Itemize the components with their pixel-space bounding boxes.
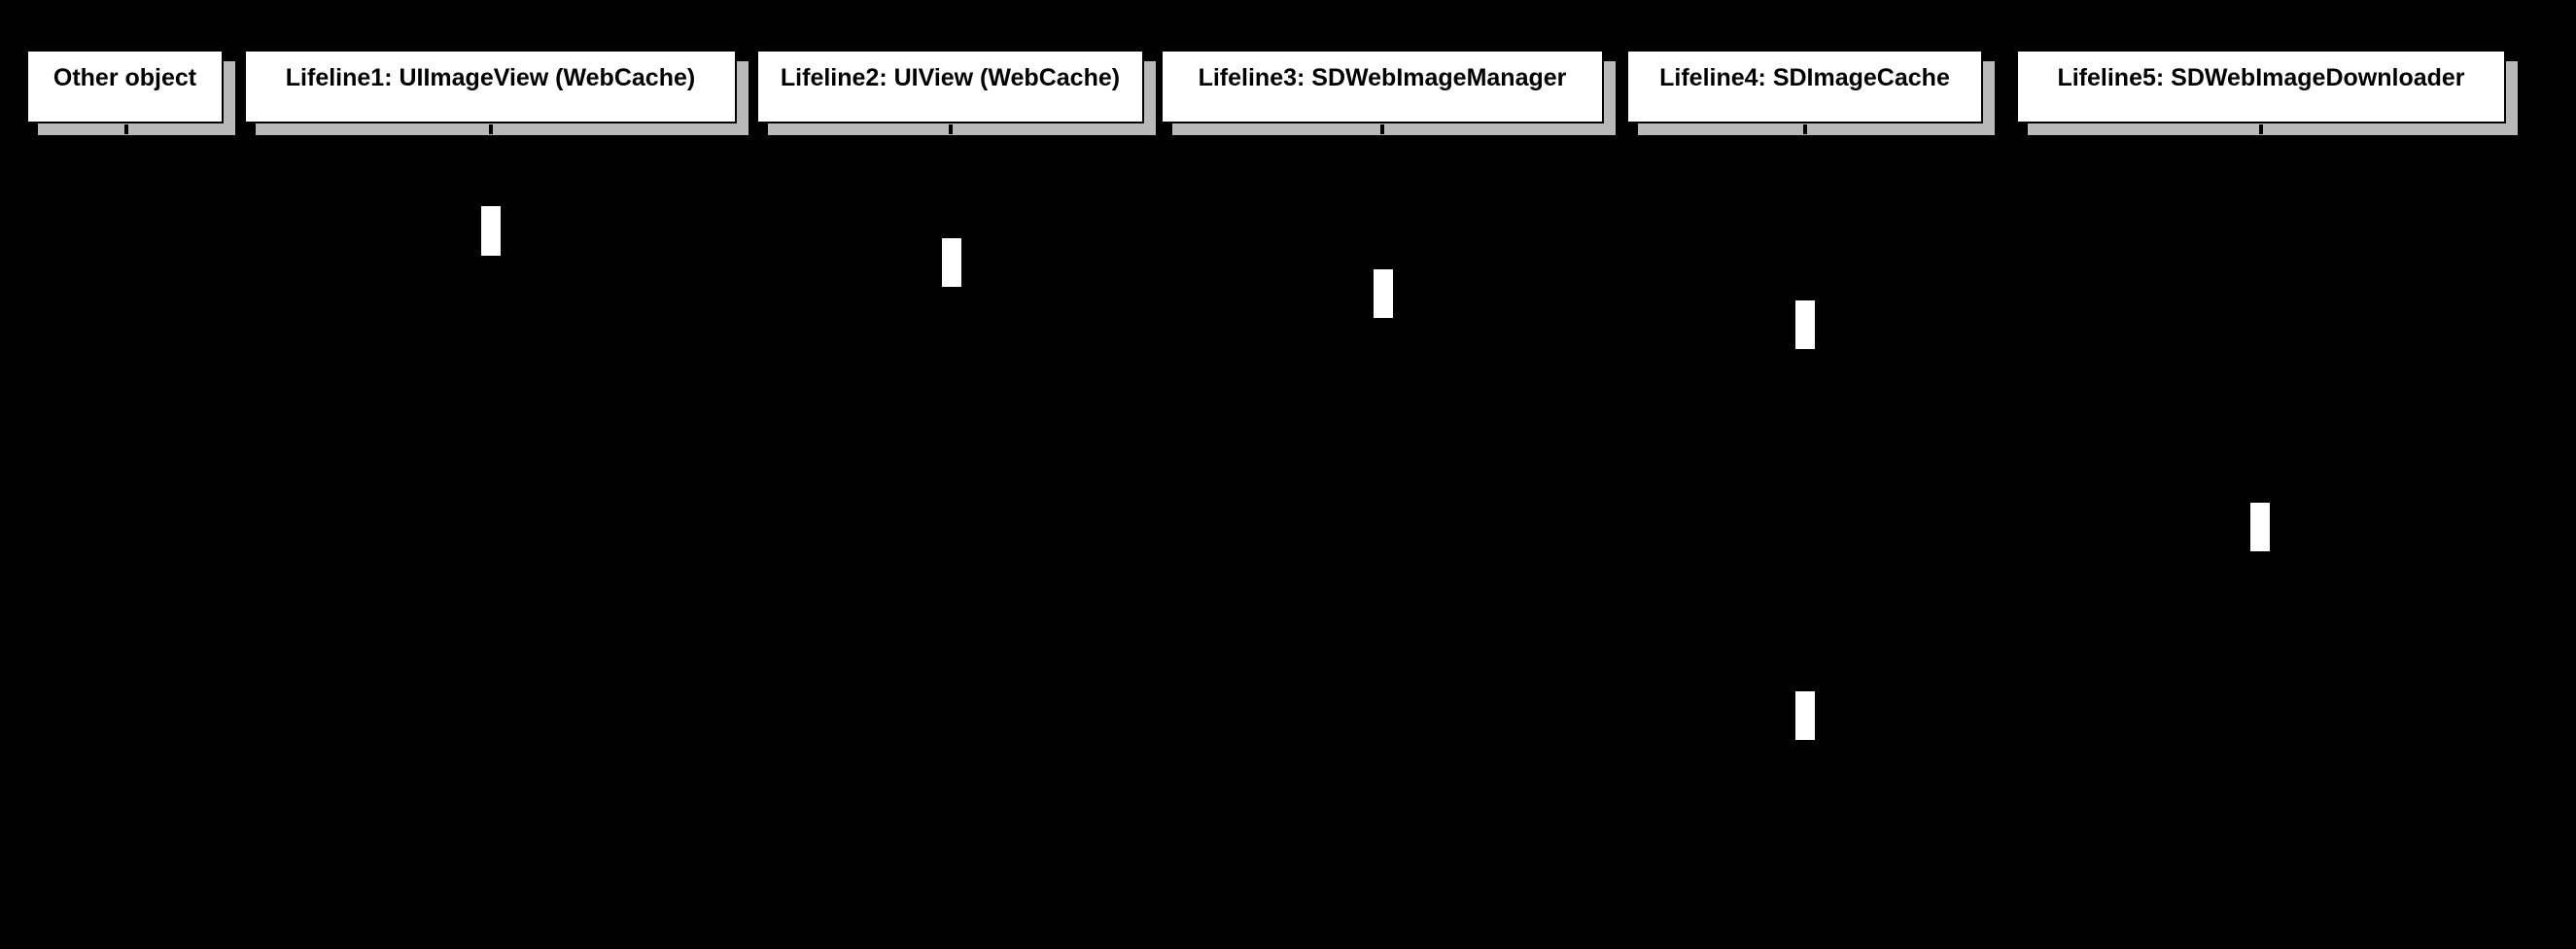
activation-bar-2 (1372, 267, 1395, 320)
activation-bar-4 (2248, 501, 2272, 553)
lifeline-head-3: Lifeline3: SDWebImageManager (1161, 50, 1604, 123)
activation-bar-5 (1793, 689, 1817, 742)
lifeline-line-tick-1 (489, 124, 493, 134)
lifeline-label-1: Lifeline1: UIImageView (WebCache) (285, 64, 696, 91)
lifeline-label-4: Lifeline4: SDImageCache (1659, 64, 1950, 91)
lifeline-head-5: Lifeline5: SDWebImageDownloader (2016, 50, 2506, 123)
lifeline-label-5: Lifeline5: SDWebImageDownloader (2057, 64, 2465, 91)
lifeline-head-2: Lifeline2: UIView (WebCache) (756, 50, 1144, 123)
lifeline-label-3: Lifeline3: SDWebImageManager (1198, 64, 1567, 91)
lifeline-label-2: Lifeline2: UIView (WebCache) (780, 64, 1121, 91)
lifeline-line-tick-3 (1380, 124, 1384, 134)
lifeline-line-tick-0 (124, 124, 128, 134)
activation-bar-0 (479, 204, 503, 258)
activation-bar-1 (940, 236, 963, 289)
activation-bar-3 (1793, 299, 1817, 351)
lifeline-label-0: Other object (52, 64, 197, 91)
lifeline-line-tick-5 (2259, 124, 2263, 134)
lifeline-line-tick-4 (1803, 124, 1807, 134)
lifeline-head-4: Lifeline4: SDImageCache (1626, 50, 1983, 123)
lifeline-head-1: Lifeline1: UIImageView (WebCache) (244, 50, 737, 123)
lifeline-head-0: Other object (26, 50, 224, 123)
lifeline-line-tick-2 (949, 124, 953, 134)
